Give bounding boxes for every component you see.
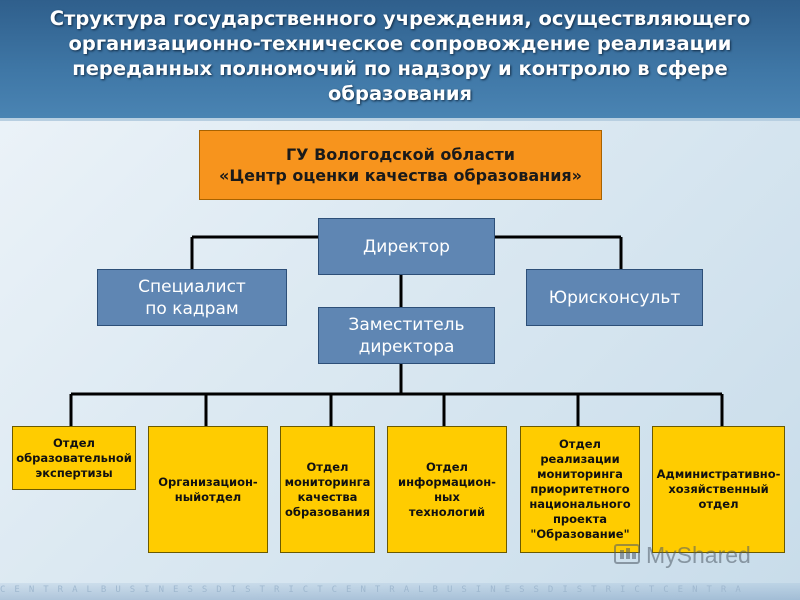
director-box: Директор bbox=[318, 218, 495, 275]
footer-strip-text: CENTRALBUSINESSDISTRICTCENTRALBUSINESSDI… bbox=[0, 585, 750, 595]
dept-quality-monitoring: Отдел мониторинга качества образования bbox=[280, 426, 375, 553]
watermark: MyShared bbox=[614, 542, 751, 568]
legal-counsel-label: Юрисконсульт bbox=[548, 287, 681, 308]
dept-organizational: Организацион- ныйотдел bbox=[148, 426, 268, 553]
dept-label: Отдел мониторинга качества образования bbox=[284, 459, 371, 519]
org-name-line1: ГУ Вологодской области bbox=[285, 145, 516, 164]
legal-counsel-box: Юрисконсульт bbox=[526, 269, 703, 326]
dept-label: Отдел образовательной экспертизы bbox=[16, 435, 132, 480]
org-name-box: ГУ Вологодской области «Центр оценки кач… bbox=[199, 130, 602, 200]
page-title: Структура государственного учреждения, о… bbox=[49, 7, 751, 105]
header-banner: Структура государственного учреждения, о… bbox=[0, 0, 800, 121]
org-name-line2: «Центр оценки качества образования» bbox=[218, 166, 583, 185]
watermark-text: MyShared bbox=[646, 541, 751, 568]
deputy-director-box: Заместитель директора bbox=[318, 307, 495, 364]
dept-label: Административно- хозяйственный отдел bbox=[656, 467, 781, 511]
dept-label: Отдел реализации мониторинга приоритетно… bbox=[529, 437, 631, 541]
dept-label: Отдел информацион- ных технологий bbox=[398, 459, 496, 519]
footer-band bbox=[0, 583, 800, 600]
hr-specialist-label: Специалист по кадрам bbox=[138, 276, 246, 319]
dept-national-project-monitoring: Отдел реализации мониторинга приоритетно… bbox=[520, 426, 640, 553]
dept-administrative: Административно- хозяйственный отдел bbox=[652, 426, 785, 553]
dept-information-technology: Отдел информацион- ных технологий bbox=[387, 426, 507, 553]
watermark-logo-icon bbox=[614, 544, 640, 564]
dept-label: Организацион- ныйотдел bbox=[158, 474, 258, 504]
dept-educational-expertise: Отдел образовательной экспертизы bbox=[12, 426, 136, 490]
hr-specialist-box: Специалист по кадрам bbox=[97, 269, 287, 326]
deputy-director-label: Заместитель директора bbox=[348, 314, 465, 357]
director-label: Директор bbox=[363, 236, 450, 257]
